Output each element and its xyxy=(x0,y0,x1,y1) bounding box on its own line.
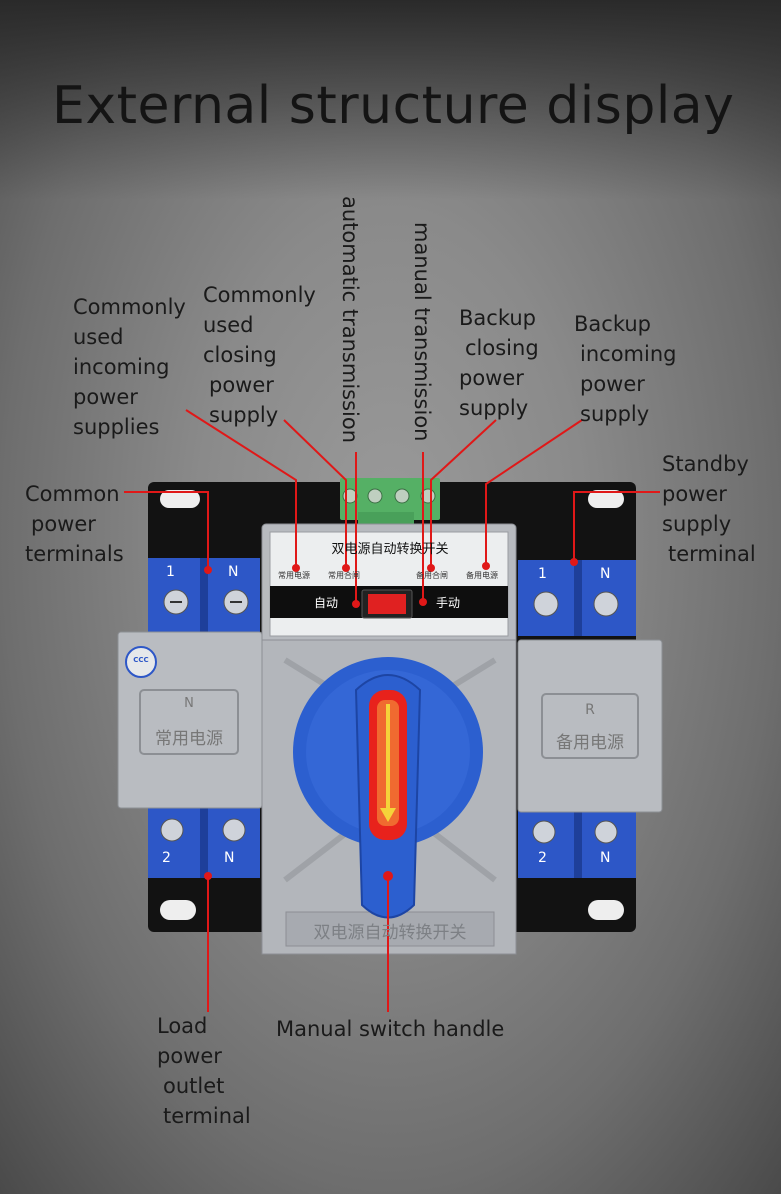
label-standby-terminal: Standby power supply terminal xyxy=(662,452,756,566)
terminal-top-right-1: 1 xyxy=(538,566,547,582)
right-cover xyxy=(517,639,663,813)
label-common-terminals: Common power terminals xyxy=(25,482,124,566)
manual-label: 手动 xyxy=(436,596,461,610)
mode-switch[interactable] xyxy=(368,594,406,614)
label-automatic-transmission: automatic transmission xyxy=(338,196,362,444)
page-title: External structure display xyxy=(52,76,735,136)
panel-title: 双电源自动转换开关 xyxy=(331,542,449,557)
label-switch-handle: Manual switch handle xyxy=(276,1017,505,1041)
switch-handle xyxy=(293,657,483,919)
terminal-bot-right-2: 2 xyxy=(538,850,547,866)
left-bottom-terminal-block xyxy=(148,808,260,878)
label-backup-closing: Backup closing power supply xyxy=(459,306,539,420)
left-cover-name: 常用电源 xyxy=(155,729,223,749)
indicator-label-3: 备用合闸 xyxy=(416,571,448,580)
label-common-closing: Commonly used closing power supply xyxy=(203,283,316,427)
label-backup-incoming: Backup incoming power supply xyxy=(574,312,677,426)
bottom-body-name: 双电源自动转换开关 xyxy=(313,923,467,943)
label-common-incoming: Commonly used incoming power supplies xyxy=(73,295,186,439)
right-top-terminal-block xyxy=(518,560,636,636)
terminal-bot-left-n: N xyxy=(224,850,235,866)
right-cover-letter: R xyxy=(585,702,595,718)
terminal-bot-left-2: 2 xyxy=(162,850,171,866)
left-cover-letter: N xyxy=(184,696,194,711)
terminal-bot-right-n: N xyxy=(600,850,611,866)
indicator-label-2: 常用合闸 xyxy=(328,571,360,580)
pointer-lines xyxy=(124,409,660,1012)
terminal-top-left-n: N xyxy=(228,564,239,580)
terminal-top-left-1: 1 xyxy=(166,564,175,580)
label-load-terminal: Load power outlet terminal xyxy=(157,1014,251,1128)
indicator-label-4: 备用电源 xyxy=(466,571,498,580)
pointer-dots xyxy=(204,558,578,881)
terminal-top-right-n: N xyxy=(600,566,611,582)
indicator-label-1: 常用电源 xyxy=(278,571,310,580)
right-bottom-terminal-block xyxy=(518,808,636,878)
label-manual-transmission: manual transmission xyxy=(410,222,434,442)
right-cover-name: 备用电源 xyxy=(556,733,624,753)
background-shade xyxy=(0,0,781,200)
cert-mark: CCC xyxy=(133,656,149,664)
left-top-terminal-block xyxy=(148,558,260,636)
auto-label: 自动 xyxy=(314,596,339,610)
green-connector xyxy=(340,478,440,526)
